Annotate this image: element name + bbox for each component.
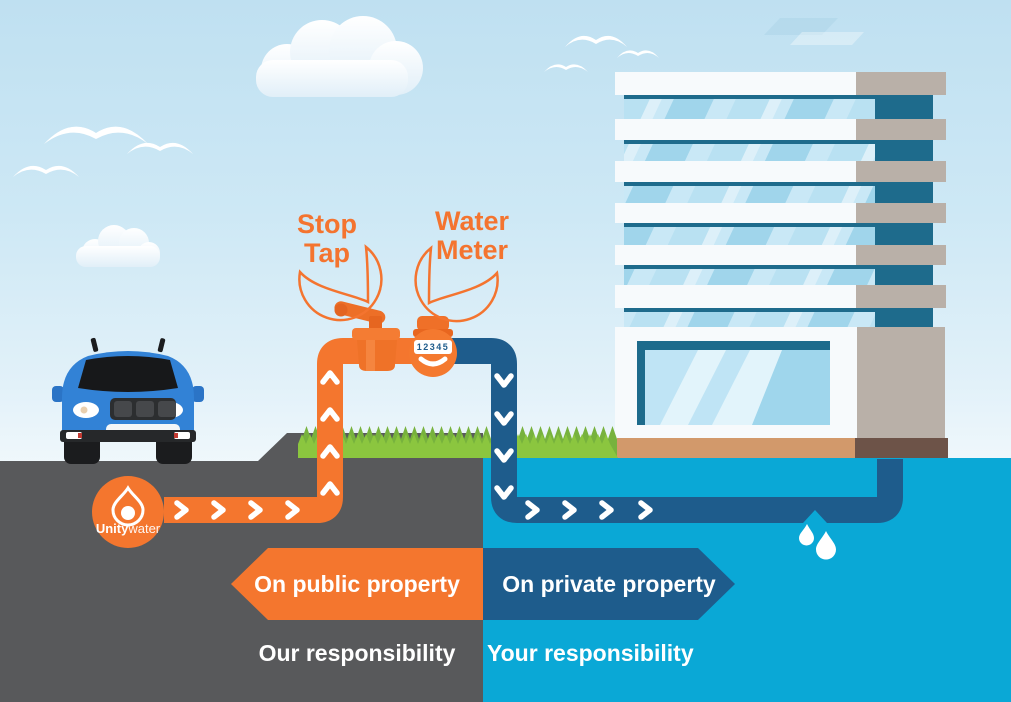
grass-strip: [298, 426, 618, 458]
water-drop-icon: [111, 485, 145, 527]
callout-stop-tap-bubble: [298, 244, 383, 322]
building-base-brown: [855, 438, 948, 458]
pipe-private-blue: [433, 338, 903, 523]
faint-cloud: [764, 18, 864, 45]
building: [615, 72, 948, 458]
pipe-public-orange: [164, 338, 438, 523]
banner-private-arrow: [483, 548, 735, 620]
building-window: [637, 341, 830, 425]
callout-line: Water: [434, 206, 509, 236]
callout-bubbles: [298, 244, 499, 323]
leak-notch: [803, 510, 827, 523]
callout-line: Tap: [304, 238, 350, 268]
building-base-tan: [617, 438, 855, 458]
car-bumper: [60, 430, 196, 442]
logo-brand-light: water: [128, 521, 161, 536]
building-side-column: [857, 327, 945, 438]
banner-public-label: On public property: [254, 570, 460, 597]
bird-icon: [13, 35, 659, 177]
building-floor-slabs: [615, 72, 946, 308]
callout-line: Meter: [435, 235, 509, 265]
banner-public-arrow: [231, 548, 483, 620]
unitywater-logo-text: Unitywater: [90, 521, 166, 536]
callout-water-meter-bubble: [414, 245, 499, 323]
logo-brand-bold: Unity: [95, 521, 129, 536]
cloud-large: [256, 16, 423, 97]
callout-water-meter-label: Water Meter: [428, 207, 516, 265]
car-roof-rack: [157, 338, 166, 353]
water-drip-icon: [799, 524, 836, 560]
unitywater-logo-badge: [92, 476, 164, 548]
water-meter-reading: 12345: [414, 340, 452, 354]
car: [52, 337, 204, 464]
stop-tap-valve: [334, 301, 400, 371]
meter-smile: [418, 356, 448, 367]
public-responsibility-label: Our responsibility: [258, 640, 456, 666]
callout-line: Stop: [297, 209, 357, 239]
building-glass-bands: [624, 95, 933, 327]
car-mirror: [192, 386, 204, 402]
car-mirror: [52, 386, 64, 402]
cloud-small: [76, 225, 160, 267]
private-responsibility-label: Your responsibility: [487, 640, 694, 666]
car-roof-rack: [90, 337, 99, 352]
flow-chevrons: [174, 370, 653, 520]
banner-private-label: On private property: [502, 570, 716, 597]
pipes: [164, 338, 903, 523]
callout-stop-tap-label: Stop Tap: [285, 210, 369, 268]
car-windshield: [78, 356, 178, 392]
